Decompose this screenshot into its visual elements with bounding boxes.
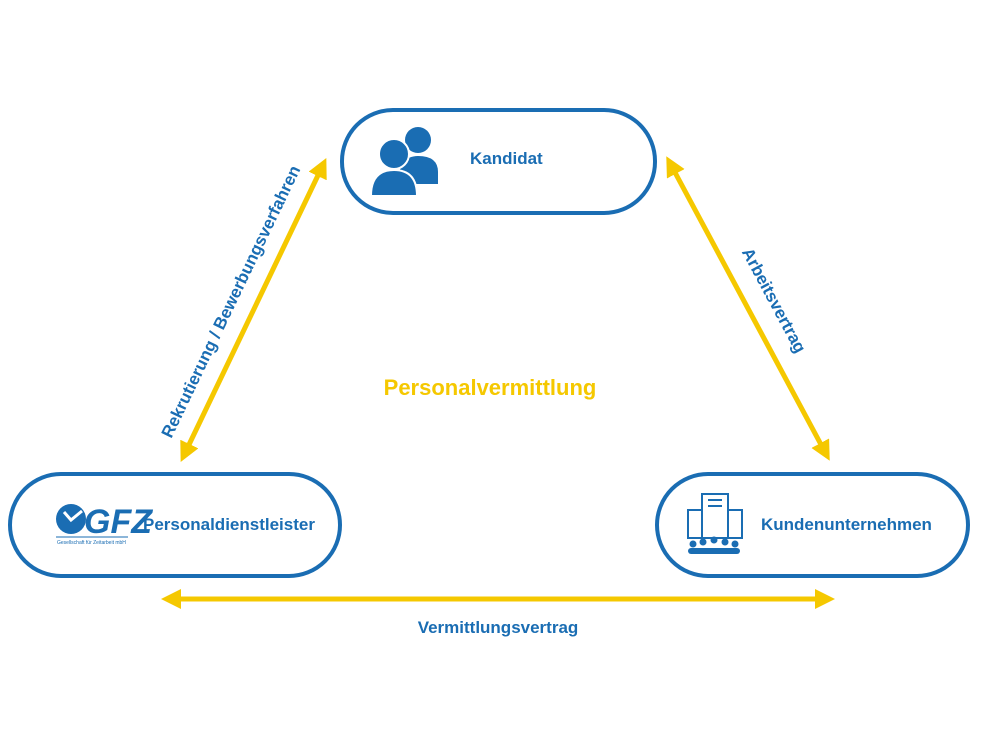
edge-label-bottom: Vermittlungsvertrag [418,618,579,637]
company-building-icon [687,493,743,554]
node-kundenunternehmen: Kundenunternehmen [655,472,970,578]
node-kandidat: Kandidat [340,108,657,215]
people-icon [369,127,438,197]
arrow-right-edge [666,156,830,461]
gfz-logo: GFZ Gesellschaft für Zeitarbeit mbH [56,503,153,546]
edge-label-right: Arbeitsvertrag [738,245,810,356]
gfz-logo-subtitle: Gesellschaft für Zeitarbeit mbH [57,540,126,546]
node-label-personaldienstleister: Personaldienstleister [143,515,315,534]
node-label-kundenunternehmen: Kundenunternehmen [761,515,932,534]
edge-label-left: Rekrutierung / Bewerbungsverfahren [158,162,305,440]
arrow-left-edge [180,157,327,463]
center-title: Personalvermittlung [384,375,597,400]
gfz-logo-text: GFZ [84,503,153,541]
node-label-kandidat: Kandidat [470,149,543,168]
node-personaldienstleister: GFZ Gesellschaft für Zeitarbeit mbH Pers… [8,472,342,578]
